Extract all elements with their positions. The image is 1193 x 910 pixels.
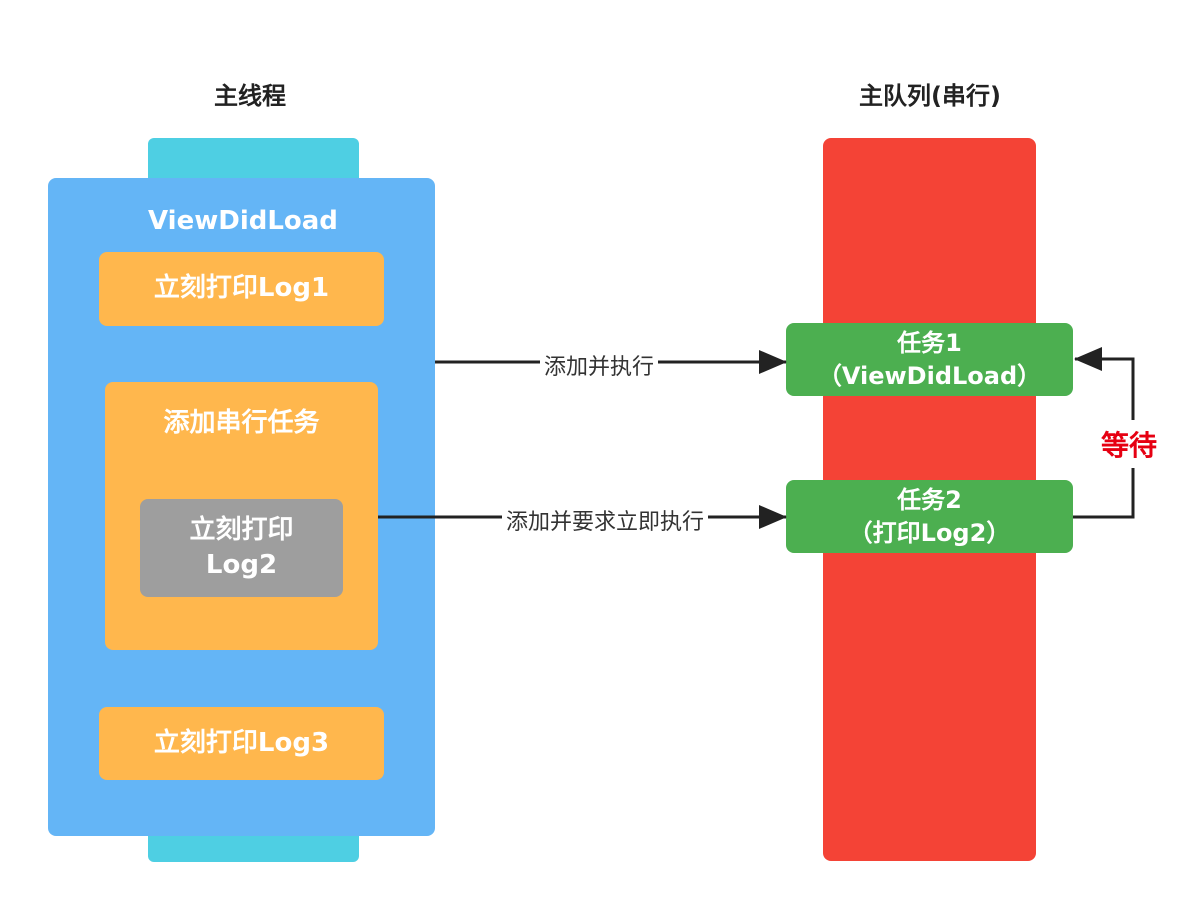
edge-label-add-execute: 添加并执行 [540, 349, 659, 381]
log2-label-line1: 立刻打印 [189, 514, 294, 545]
log3-block: 立刻打印Log3 [99, 707, 384, 780]
edge-label-wait: 等待 [1099, 420, 1160, 468]
edge-label-add-execute-now: 添加并要求立即执行 [502, 504, 709, 536]
add-serial-task-label: 添加串行任务 [163, 408, 320, 438]
task1-label-line1: 任务1 [897, 329, 962, 358]
log3-label: 立刻打印Log3 [153, 727, 330, 758]
main-thread-title: 主线程 [214, 82, 286, 110]
task2-label-line1: 任务2 [897, 486, 962, 515]
log2-label-line2: Log2 [205, 550, 278, 580]
main-queue-title: 主队列(串行) [859, 82, 1001, 110]
task1-block: 任务1 （ViewDidLoad） [786, 323, 1073, 396]
log2-block: 立刻打印 Log2 [140, 499, 343, 597]
add-serial-task-block: 添加串行任务 立刻打印 Log2 [105, 382, 378, 650]
task2-label-line2: （打印Log2） [848, 518, 1011, 547]
log1-label: 立刻打印Log1 [153, 273, 330, 304]
log1-block: 立刻打印Log1 [99, 252, 384, 326]
task2-block: 任务2 （打印Log2） [786, 480, 1073, 553]
viewdidload-label: ViewDidLoad [148, 206, 338, 236]
task1-label-line2: （ViewDidLoad） [817, 361, 1042, 390]
